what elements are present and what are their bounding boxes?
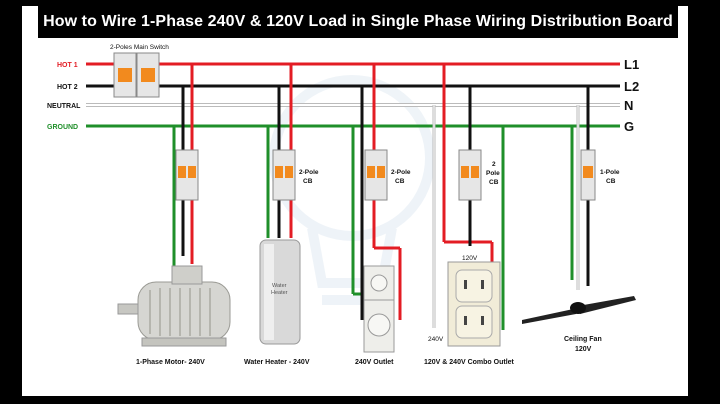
frame-bottom [0,396,720,404]
breaker-5 [580,149,596,201]
breaker-3 [364,149,388,201]
heater-text-1: Water [272,283,287,289]
water-heater [259,239,301,345]
wiring-diagram: HOT 1 HOT 2 NEUTRAL GROUND L1 L2 N G 2-P… [47,44,639,366]
ceiling-fan [522,296,636,324]
motor [117,265,231,347]
combo-outlet [447,261,501,347]
label-neutral: NEUTRAL [47,103,81,110]
breaker-5-label-1: 1-Pole [600,169,620,176]
breaker-4-label-1: 2 [492,161,496,168]
breaker-4 [458,149,482,201]
heater-label: Water Heater - 240V [244,359,310,366]
end-label-l1: L1 [624,57,639,72]
frame-left [0,0,22,404]
breaker-3-label-1: 2-Pole [391,169,411,176]
outlet-240-label: 240V Outlet [355,359,394,366]
frame-top [0,0,720,6]
breaker-2 [272,149,296,201]
heater-text-2: Heater [271,290,288,296]
diagram-title: How to Wire 1-Phase 240V & 120V Load in … [38,6,678,38]
main-switch-label: 2-Poles Main Switch [110,44,169,51]
combo-label: 120V & 240V Combo Outlet [424,359,515,366]
fan-label-2: 120V [575,346,592,353]
breaker-3-label-2: CB [395,178,405,185]
bus-lines [86,62,620,128]
breaker-1 [175,149,199,201]
end-label-n: N [624,98,633,113]
breaker-2-label-2: CB [303,178,313,185]
end-label-l2: L2 [624,79,639,94]
breaker-5-label-2: CB [606,178,616,185]
outlet-240v [363,265,395,353]
end-label-g: G [624,119,634,134]
breaker-4-label-3: CB [489,179,499,186]
label-hot2: HOT 2 [57,84,78,91]
combo-120-tag: 120V [462,255,478,262]
breaker-2-label-1: 2-Pole [299,169,319,176]
label-ground: GROUND [47,124,78,131]
fan-label-1: Ceiling Fan [564,336,602,343]
main-switch [113,52,160,98]
combo-240-tag: 240V [428,336,444,343]
label-hot1: HOT 1 [57,62,78,69]
frame-right [688,0,720,404]
breaker-4-label-2: Pole [486,170,500,177]
motor-label: 1-Phase Motor- 240V [136,359,205,366]
